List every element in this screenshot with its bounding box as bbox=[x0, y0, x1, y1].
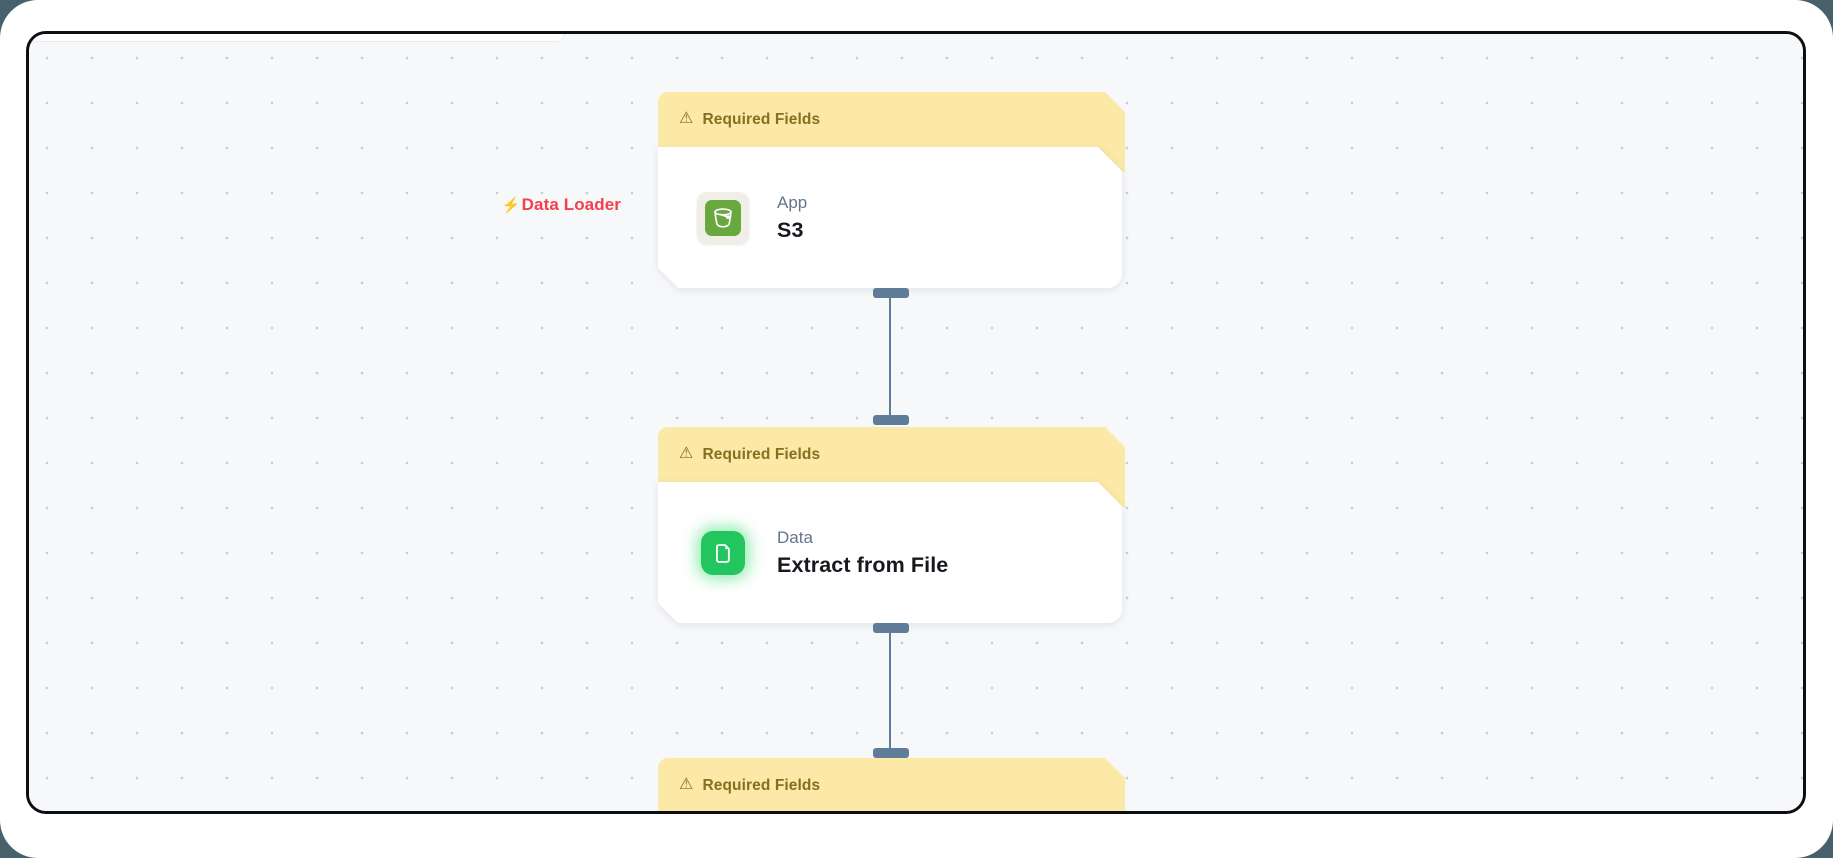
warning-triangle-icon: ⚠ bbox=[679, 775, 694, 793]
node-card[interactable]: Data Extract from File bbox=[658, 482, 1122, 623]
required-fields-label: Required Fields bbox=[702, 445, 821, 463]
banner-background bbox=[658, 758, 1125, 811]
node-category-label: Data bbox=[777, 527, 813, 547]
required-fields-banner-row: ⚠ Required Fields bbox=[658, 92, 1125, 147]
node-card[interactable]: App S3 bbox=[658, 147, 1122, 288]
node-title: S3 bbox=[777, 217, 804, 242]
flow-label-text: Data Loader bbox=[521, 195, 621, 214]
warning-triangle-icon: ⚠ bbox=[679, 109, 694, 127]
connection-handle-source[interactable] bbox=[873, 623, 909, 633]
warning-triangle-icon: ⚠ bbox=[679, 444, 694, 462]
file-document-icon bbox=[697, 527, 749, 579]
connection-handle-target[interactable] bbox=[873, 748, 909, 758]
required-fields-label: Required Fields bbox=[702, 110, 821, 128]
flow-label-data-loader[interactable]: ⚡Data Loader bbox=[449, 195, 621, 215]
workflow-canvas[interactable]: ⚡Data Loader ⚠ Required Fields bbox=[29, 34, 1803, 811]
connector-line bbox=[889, 294, 891, 419]
node-category-label: App bbox=[777, 192, 808, 212]
required-fields-banner-row: ⚠ Required Fields bbox=[658, 427, 1125, 482]
required-fields-label: Required Fields bbox=[702, 776, 821, 794]
s3-bucket-icon bbox=[697, 192, 749, 244]
top-panel-edge bbox=[29, 34, 565, 42]
required-fields-banner-row: ⚠ Required Fields bbox=[658, 758, 1125, 811]
connection-handle-source[interactable] bbox=[873, 288, 909, 298]
connection-handle-target[interactable] bbox=[873, 415, 909, 425]
lightning-bolt-icon: ⚡ bbox=[501, 197, 521, 214]
node-title: Extract from File bbox=[777, 552, 949, 577]
connector-line bbox=[889, 629, 891, 752]
canvas-frame: ⚡Data Loader ⚠ Required Fields bbox=[26, 31, 1806, 814]
required-fields-banner[interactable] bbox=[658, 758, 1125, 811]
